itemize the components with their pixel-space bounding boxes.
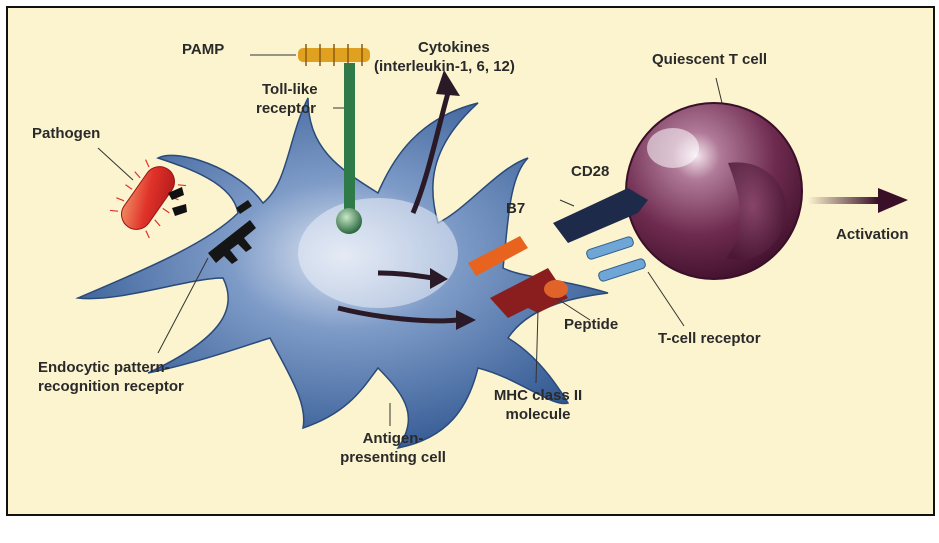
pamp-label: PAMP [182,41,224,58]
t-cell-receptor [586,236,647,282]
t-cell-receptor-label: T-cell receptor [658,330,761,347]
b7-label: B7 [506,200,525,217]
pathogen-label: Pathogen [32,125,100,142]
toll-like-label-line1: Toll-like [262,81,318,98]
t-cell-highlight [647,128,699,168]
activation-label: Activation [836,226,909,243]
endocytic-receptor-label-line1: Endocytic pattern- [38,359,170,376]
activation-arrow-shaft [808,197,878,204]
toll-like-label-line2: receptor [256,100,316,117]
peptide-label: Peptide [564,316,618,333]
cytokines-label-line1: Cytokines [418,39,490,56]
apc-label-line1: Antigen- [328,430,458,447]
mhc-class-ii-label-line1: MHC class II [488,387,588,404]
mhc-class-ii-label-line2: molecule [488,406,588,423]
immune-diagram-svg [8,8,933,514]
cd28-label: CD28 [571,163,609,180]
toll-like-receptor-stalk [344,63,355,218]
activation-arrowhead [878,188,908,213]
pamp [298,44,370,66]
cytokines-label-line2: (interleukin-1, 6, 12) [374,58,515,75]
diagram-frame: PAMP Cytokines (interleukin-1, 6, 12) To… [6,6,935,516]
quiescent-t-cell-label: Quiescent T cell [652,51,767,68]
toll-like-receptor-knob [336,208,362,234]
apc-label-line2: presenting cell [318,449,468,466]
endocytic-receptor-label-line2: recognition receptor [38,378,184,395]
peptide [544,280,568,298]
apc-cytoplasm-highlight [298,198,458,308]
